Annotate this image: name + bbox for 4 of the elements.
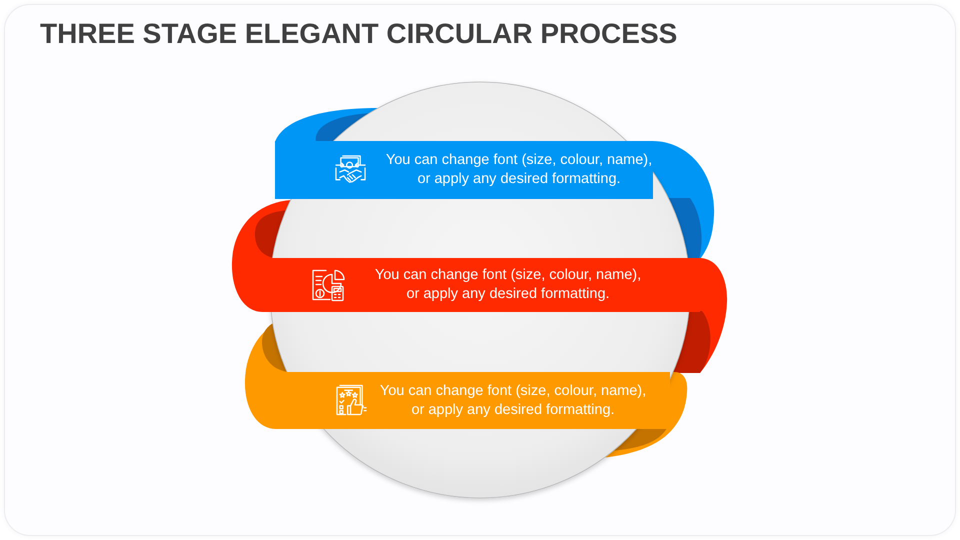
band-text: You can change font (size, colour, name), or apply any desired formatting.	[374, 266, 642, 304]
band-text: You can change font (size, colour, name), or apply any desired formatting.	[384, 151, 654, 189]
band-text: You can change font (size, colour, name), or apply any desired formatting.	[378, 382, 648, 420]
diagram-title: THREE STAGE ELEGANT CIRCULAR PROCESS	[40, 17, 678, 51]
